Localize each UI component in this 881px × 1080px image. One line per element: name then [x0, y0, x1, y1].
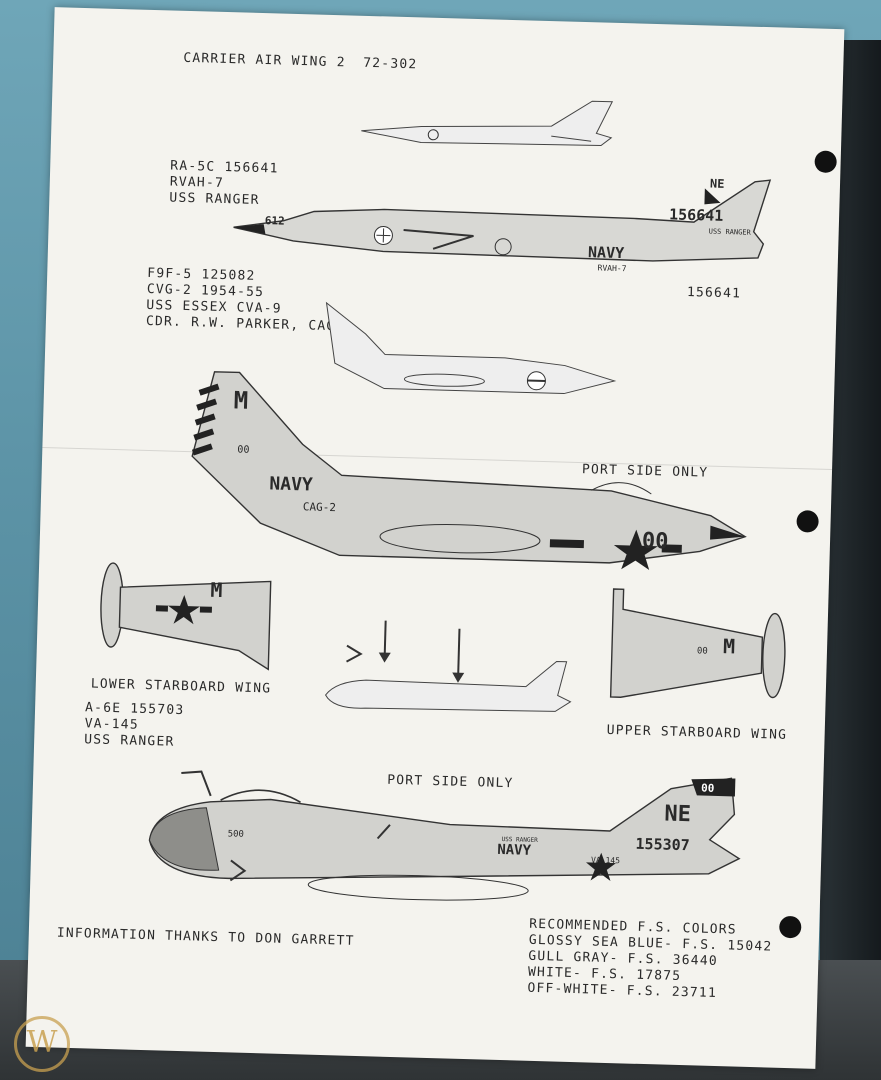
sheet-number: 72-302 [363, 55, 418, 73]
a6e-tail-code: NE [664, 801, 692, 828]
lower-wing-caption: LOWER STARBOARD WING [90, 676, 272, 697]
sheet-title: CARRIER AIR WING 2 [183, 50, 346, 71]
upper-starboard-wing-drawing [609, 588, 786, 699]
seller-watermark-logo: W [14, 1016, 70, 1072]
ra5c-caption-line-2: RVAH-7 [169, 174, 225, 191]
f9f-tail-modex: 00 [237, 444, 250, 456]
ra5c-vigilante-profile [233, 179, 772, 262]
lower-wing-letter: M [210, 577, 223, 603]
binder-hole-top [814, 150, 837, 174]
ra5c-ship-name: USS RANGER [708, 227, 751, 237]
a6e-squadron-lettering: VA-145 [590, 855, 621, 866]
binder-hole-middle [796, 510, 819, 533]
a6e-bureau-number: 155307 [635, 834, 690, 855]
decal-instruction-sheet: CARRIER AIR WING 2 72-302 RA-5C 156641 R… [25, 7, 845, 1069]
ra5c-squadron-lettering: RVAH-7 [597, 263, 627, 274]
f9f-tail-letter: M [233, 386, 249, 415]
ra5c-side-view-small [361, 100, 614, 146]
f9f-panther-side-view-small [325, 301, 617, 395]
color-line-4: OFF-WHITE- F.S. 23711 [527, 980, 718, 1002]
upper-wing-caption: UPPER STARBOARD WING [606, 722, 788, 743]
f9f-caption-line-4: CDR. R.W. PARKER, CAG [145, 313, 336, 335]
upper-wing-letter: M [722, 634, 736, 659]
a6e-tail-modex: 00 [700, 781, 715, 795]
f9f-panther-profile [191, 371, 747, 570]
credit-note: INFORMATION THANKS TO DON GARRETT [56, 925, 355, 949]
a6e-navy-lettering: NAVY [497, 841, 532, 859]
f9f-modex: 00 [641, 528, 669, 555]
upper-wing-modex: 00 [696, 646, 708, 657]
a6e-nose-number: 500 [227, 829, 245, 840]
f9f-cag-lettering: CAG-2 [302, 500, 337, 515]
ra5c-nose-number: 612 [264, 214, 285, 228]
ra5c-tail-code: NE [709, 176, 725, 191]
binder-hole-bottom [778, 915, 802, 939]
ra5c-bureau-label: 156641 [686, 284, 742, 302]
a6e-caption-line-3: USS RANGER [84, 732, 175, 750]
a6-intruder-side-view-small [324, 620, 572, 712]
ra5c-navy-lettering: NAVY [587, 243, 625, 263]
a6e-caption-line-2: VA-145 [84, 716, 140, 733]
lower-starboard-wing-drawing [100, 562, 272, 671]
a6e-intruder-profile [148, 770, 741, 901]
ra5c-tail-number: 156641 [668, 205, 724, 225]
f9f-navy-lettering: NAVY [269, 473, 314, 496]
